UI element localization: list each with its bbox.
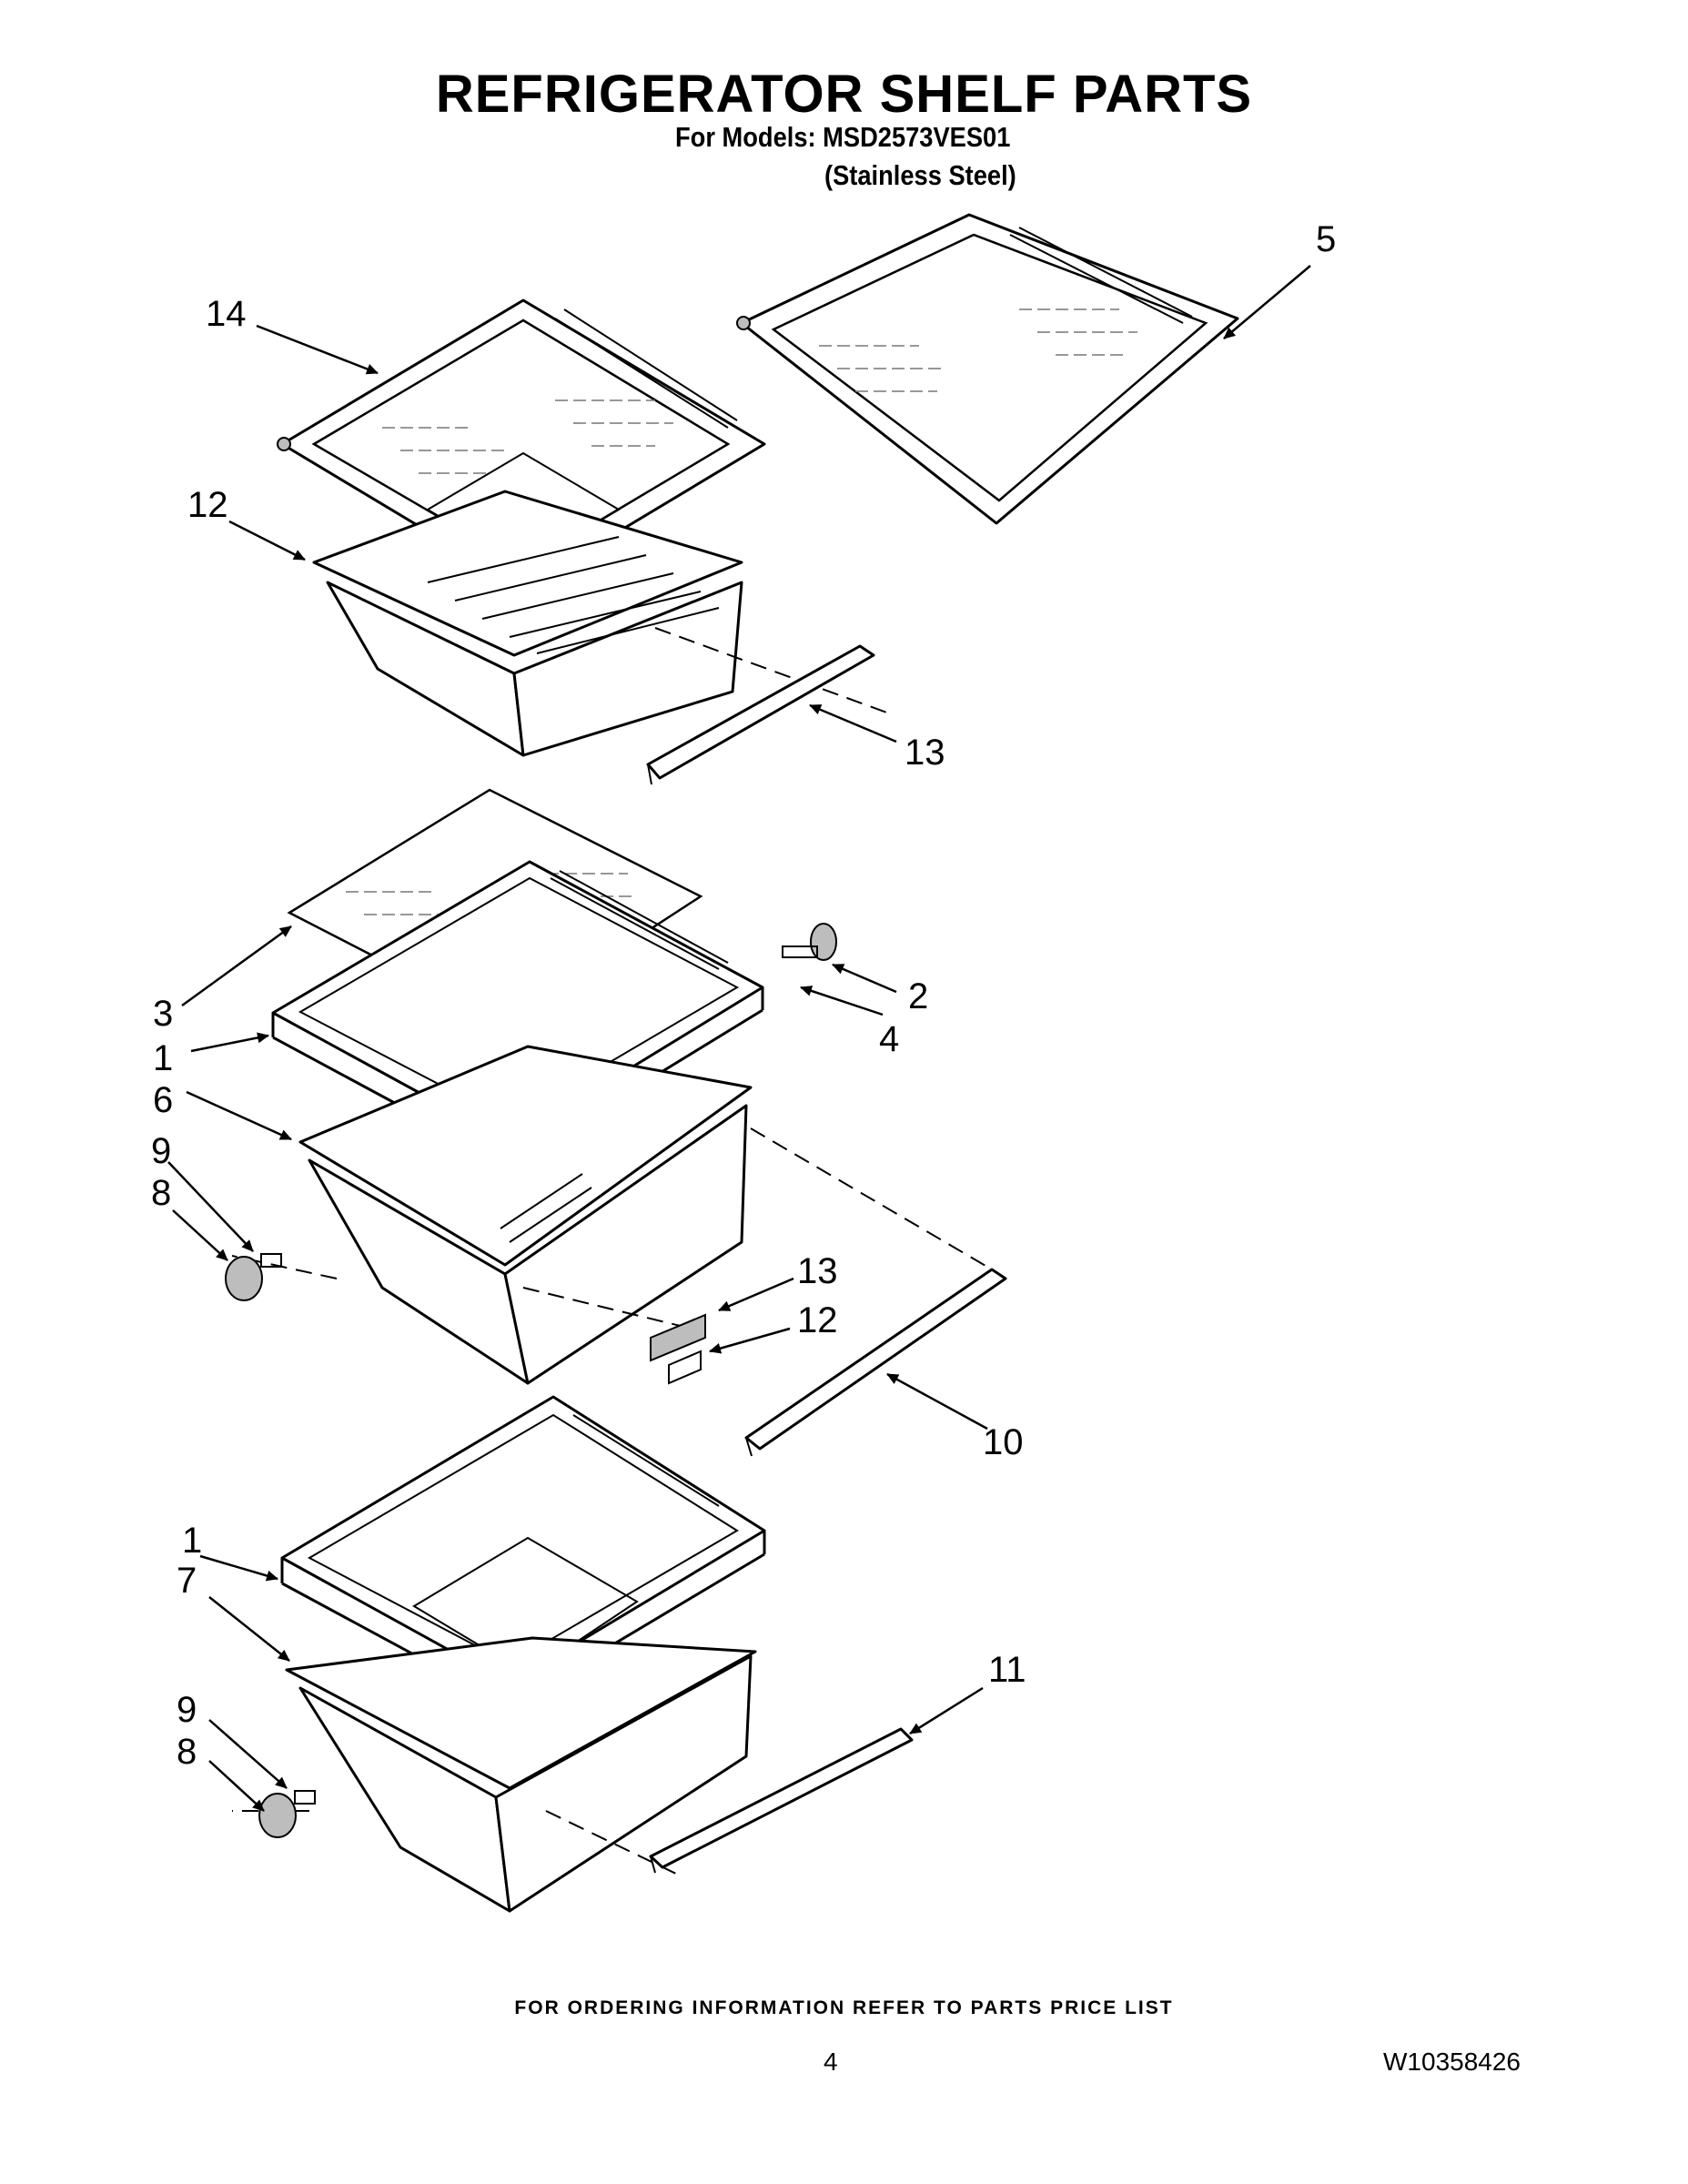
callout-6: 6 [153,1080,173,1120]
part-14-crisper-drawer [312,490,893,757]
callout-2: 2 [908,976,928,1016]
part-7-crisper-drawer-lower [232,1636,757,1913]
callout-7: 7 [177,1561,197,1601]
ordering-note: FOR ORDERING INFORMATION REFER TO PARTS … [514,1997,1174,2018]
part-8-9-roller-lower [258,1790,316,1838]
callout-8-middle: 8 [151,1173,171,1213]
callout-10: 10 [983,1422,1024,1462]
callout-9-lower: 9 [177,1690,197,1730]
part-5-glass-shelf [736,213,1239,525]
callout-labels: 14 5 12 13 3 2 4 1 6 9 8 13 12 10 1 7 11… [151,219,1336,1772]
leader-lines [167,265,1311,1812]
page-number: 4 [824,2048,838,2076]
callout-16: 14 [206,294,247,334]
models-line: For Models: MSD2573VES01 [675,121,1011,153]
callout-8-lower: 8 [177,1732,197,1772]
finish-line: (Stainless Steel) [824,159,1016,191]
part-2-4-roller [782,923,837,961]
part-1-cover-frame-lower [280,1395,766,1708]
callout-14: 12 [187,485,228,525]
callout-15: 13 [905,733,945,773]
callout-1-middle: 1 [153,1038,173,1078]
callout-1-lower: 1 [182,1521,202,1561]
part-10-drawer-trim [744,1268,1007,1457]
callout-12: 12 [797,1300,838,1340]
callout-4: 4 [879,1019,899,1059]
document-number: W10358426 [1383,2048,1521,2076]
callout-5: 5 [1316,219,1336,259]
callout-13: 13 [797,1251,838,1291]
page-title: REFRIGERATOR SHELF PARTS [435,65,1253,124]
part-12-13-label-clip [650,1313,706,1385]
callout-3: 3 [153,994,173,1034]
part-11-drawer-trim [649,1727,914,1874]
part-8-9-roller-middle [225,1253,282,1301]
part-15-drawer-trim [646,644,875,785]
part-6-deli-drawer [231,1045,993,1385]
callout-9-middle: 9 [151,1131,171,1171]
callout-11: 11 [988,1650,1026,1690]
